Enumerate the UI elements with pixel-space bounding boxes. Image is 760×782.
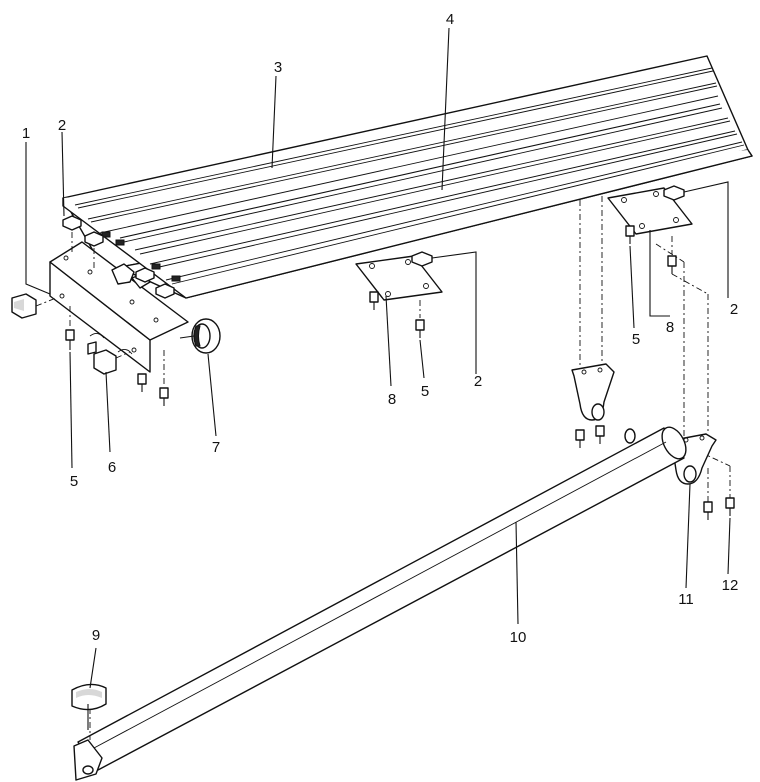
table-plate-assembly (62, 55, 753, 299)
hinge-bracket-upper (571, 363, 615, 448)
callout-10: 10 (510, 629, 527, 646)
callout-5-right: 5 (632, 331, 640, 348)
callout-2-top-left: 2 (58, 117, 66, 134)
tube-10 (73, 426, 687, 781)
plate-8-middle (355, 251, 443, 338)
screws-12 (703, 497, 735, 520)
callout-12: 12 (722, 577, 739, 594)
callout-2-right: 2 (730, 301, 738, 318)
nut-2-left (62, 215, 175, 299)
callout-4: 4 (446, 11, 454, 28)
callout-5-middle: 5 (421, 383, 429, 400)
callout-6: 6 (108, 459, 116, 476)
knob-7 (179, 318, 221, 354)
screws-5-left (65, 306, 169, 406)
callout-11: 11 (678, 591, 694, 608)
callout-8-right: 8 (666, 319, 674, 336)
end-cap-left (11, 293, 57, 319)
callout-labels: 1 2 3 4 2 8 5 2 5 8 2 5 6 7 5 9 10 11 12 (22, 11, 739, 646)
callout-7: 7 (212, 439, 220, 456)
alignment-lines (579, 196, 731, 502)
callout-2-middle: 2 (474, 373, 482, 390)
callout-9: 9 (92, 627, 100, 644)
callout-8-middle: 8 (388, 391, 396, 408)
knob-6 (87, 341, 131, 375)
leader-lines (25, 27, 731, 689)
callout-5-left: 5 (70, 473, 78, 490)
callout-1: 1 (22, 125, 30, 142)
callout-3: 3 (274, 59, 282, 76)
plate-8-right (607, 185, 693, 274)
knob-9 (71, 683, 107, 730)
bracket-1 (49, 241, 189, 373)
